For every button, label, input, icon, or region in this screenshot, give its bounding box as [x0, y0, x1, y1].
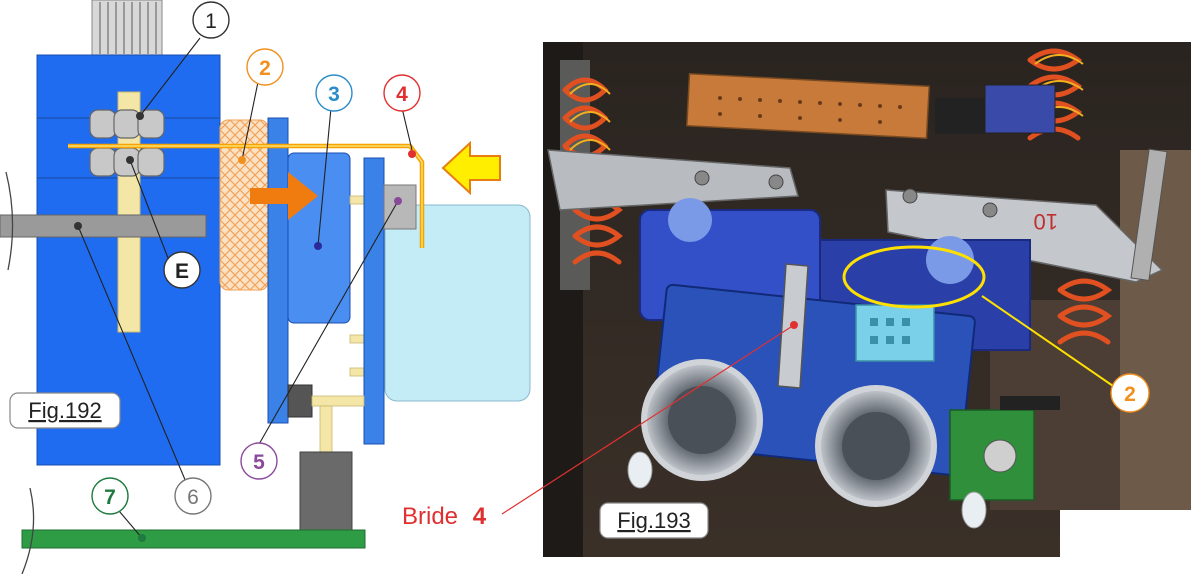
metal-plate-left — [547, 149, 799, 211]
callout-e: E — [163, 251, 201, 289]
callout-3: 3 — [315, 74, 353, 112]
servo-gear-top — [91, 0, 163, 57]
callout-5-text: 5 — [253, 451, 265, 474]
highlight-ellipse — [842, 245, 986, 309]
gray-stand — [299, 451, 353, 531]
svg-text:Bride 4: Bride 4 — [402, 503, 487, 530]
plate-number: 10 — [1034, 209, 1058, 234]
bride-label-number: 4 — [473, 503, 487, 530]
callout-1-text: 1 — [205, 10, 217, 33]
bride-label-text: Bride — [402, 503, 458, 530]
callout-4-text: 4 — [396, 83, 408, 106]
callout-6: 6 — [174, 477, 212, 515]
green-base — [21, 529, 366, 549]
photo-callout-2: 2 — [1110, 373, 1150, 413]
schematic-figure: 1 2 3 4 E 5 6 7 — [0, 0, 531, 574]
humidity-sensor — [855, 304, 935, 362]
callout-4: 4 — [383, 74, 421, 112]
nut-cluster-top — [89, 109, 165, 139]
callout-3-text: 3 — [328, 83, 340, 106]
fig193-caption: Fig.193 — [599, 502, 709, 539]
rear-plate — [363, 157, 385, 445]
callout-e-text: E — [175, 260, 189, 283]
fig192-caption-text: Fig.192 — [28, 398, 101, 423]
fig193-caption-text: Fig.193 — [617, 508, 690, 533]
yellow-arrow — [441, 140, 501, 196]
bride-label: Bride 4 — [402, 503, 487, 530]
perfboard — [686, 72, 930, 140]
callout-7: 7 — [91, 477, 129, 515]
callout-7-text: 7 — [104, 486, 116, 509]
callout-1: 1 — [192, 1, 230, 39]
gray-support-bar — [0, 214, 207, 238]
orange-arrow — [250, 172, 318, 220]
photo-callout-2-text: 2 — [1124, 383, 1136, 406]
callout-2-text: 2 — [259, 57, 271, 80]
mount-plate — [267, 117, 289, 424]
callout-2: 2 — [246, 48, 284, 86]
light-blue-box — [384, 204, 531, 402]
dark-connector — [287, 384, 313, 418]
fig192-caption: Fig.192 — [9, 392, 121, 429]
sensor-module — [984, 84, 1056, 134]
callout-6-text: 6 — [187, 486, 199, 509]
gray-cube — [383, 184, 417, 230]
callout-5: 5 — [240, 442, 278, 480]
photo-figure: 10 — [501, 42, 1191, 557]
